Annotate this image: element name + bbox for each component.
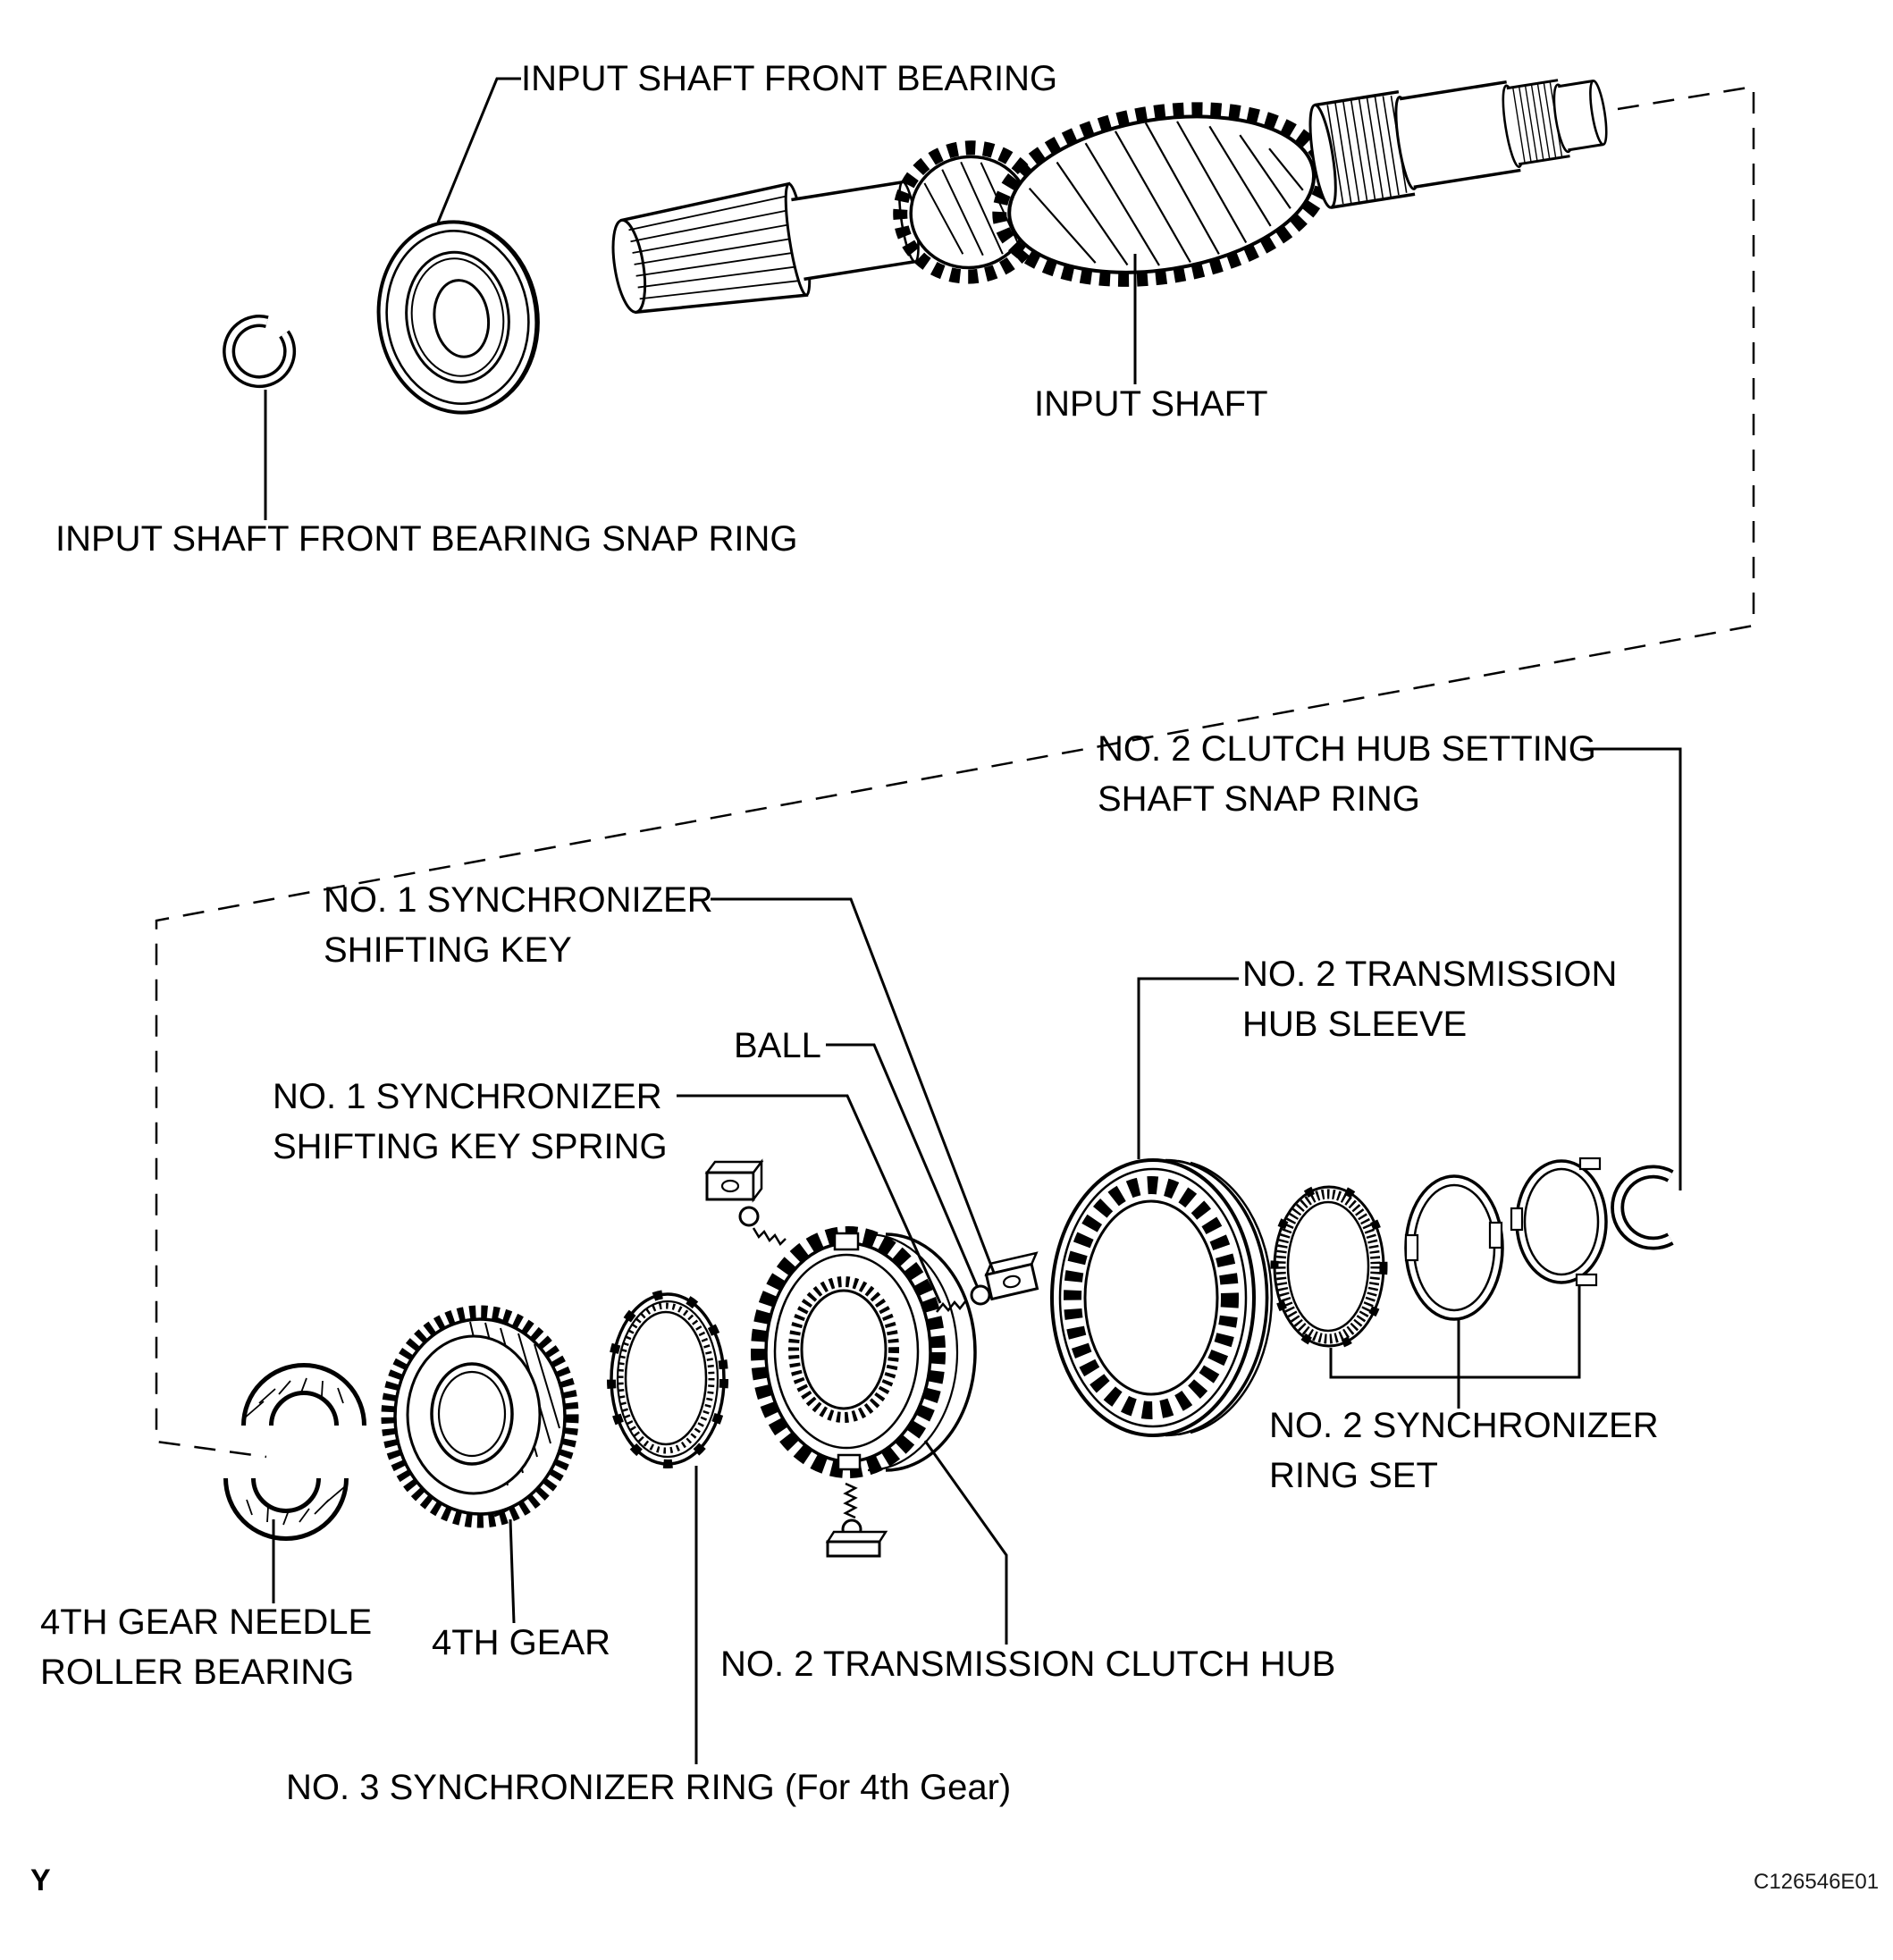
shifting-key-ball-spring-drawing xyxy=(704,1158,1039,1558)
assembly-boundary-dashed-line xyxy=(155,85,1755,1459)
label-input-shaft-front-bearing-snap-ring: INPUT SHAFT FRONT BEARING SNAP RING xyxy=(55,519,798,559)
label-no1-synchronizer-shifting-key-spring: NO. 1 SYNCHRONIZER SHIFTING KEY SPRING xyxy=(273,1077,668,1166)
label-no2-transmission-hub-sleeve: NO. 2 TRANSMISSION HUB SLEEVE xyxy=(1242,955,1618,1044)
hub-sleeve-drawing xyxy=(1050,1158,1273,1437)
front-bearing-drawing xyxy=(376,220,540,415)
input-shaft-drawing xyxy=(611,79,1608,315)
shaft-snap-ring-drawing xyxy=(1611,1165,1674,1250)
front-bearing-snap-ring-drawing xyxy=(223,315,297,389)
fourth-gear-drawing xyxy=(381,1305,579,1528)
label-4th-gear: 4TH GEAR xyxy=(432,1623,611,1662)
label-no1-synchronizer-shifting-key: NO. 1 SYNCHRONIZER SHIFTING KEY xyxy=(324,880,713,970)
label-input-shaft: INPUT SHAFT xyxy=(1034,384,1268,424)
label-no3-synchronizer-ring: NO. 3 SYNCHRONIZER RING (For 4th Gear) xyxy=(286,1768,1012,1807)
no3-synchronizer-ring-drawing xyxy=(607,1290,728,1468)
label-input-shaft-front-bearing: INPUT SHAFT FRONT BEARING xyxy=(521,59,1058,98)
clutch-hub-drawing xyxy=(751,1226,977,1478)
page-marker: Y xyxy=(30,1863,51,1897)
label-4th-gear-needle-roller-bearing: 4TH GEAR NEEDLE ROLLER BEARING xyxy=(40,1602,373,1692)
label-no2-clutch-hub-setting-shaft-snap-ring: NO. 2 CLUTCH HUB SETTING SHAFT SNAP RING xyxy=(1098,729,1596,819)
needle-roller-bearing-drawing xyxy=(223,1363,366,1541)
figure-code: C126546E01 xyxy=(1754,1870,1880,1894)
synchronizer-ring-set-drawing xyxy=(1270,1157,1608,1350)
leader-lines xyxy=(264,77,1682,1764)
label-ball: BALL xyxy=(734,1026,821,1065)
label-no2-synchronizer-ring-set: NO. 2 SYNCHRONIZER RING SET xyxy=(1269,1406,1659,1495)
label-no2-transmission-clutch-hub: NO. 2 TRANSMISSION CLUTCH HUB xyxy=(720,1645,1336,1684)
